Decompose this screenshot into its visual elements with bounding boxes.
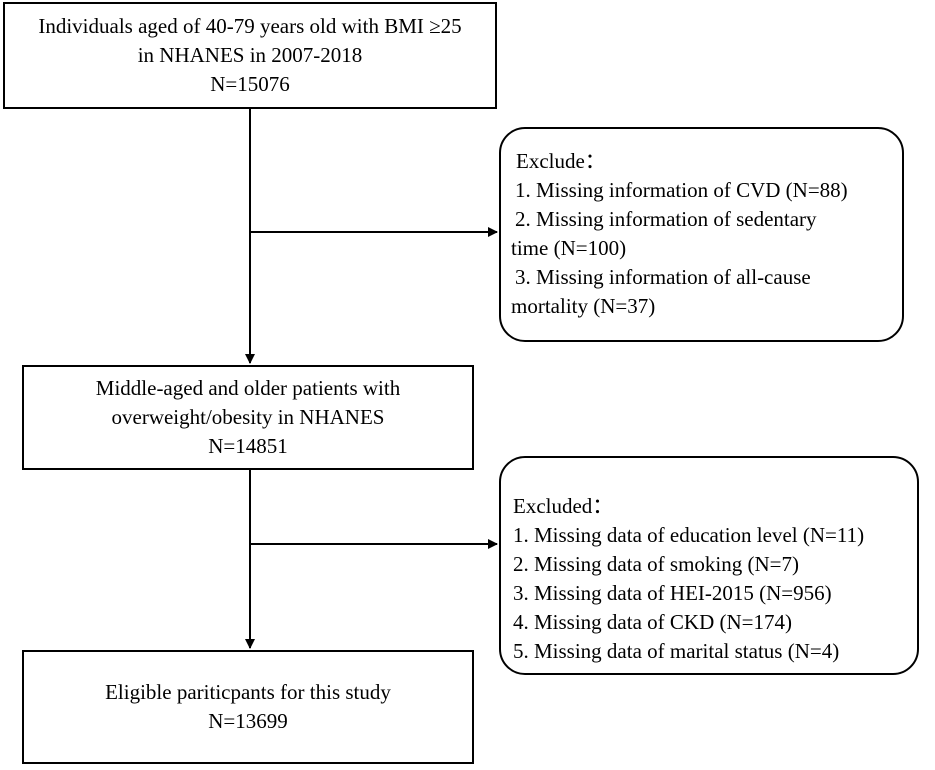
final-line-1: Eligible pariticpants for this study [105, 680, 391, 704]
exclusion-2-heading: Excluded： [513, 494, 614, 518]
middle-count: N=14851 [208, 434, 288, 458]
middle-line-1: Middle-aged and older patients with [95, 376, 401, 400]
exclusion-1-item-1: 1. Missing information of CVD (N=88) [515, 178, 848, 202]
final-count: N=13699 [208, 709, 288, 733]
start-population-box: Individuals aged of 40-79 years old with… [3, 2, 497, 109]
exclusion-2-item-4: 4. Missing data of CKD (N=174) [513, 610, 792, 634]
exclusion-2-item-1: 1. Missing data of education level (N=11… [513, 523, 865, 547]
exclusion-1-item-2-cont: time (N=100) [511, 236, 627, 260]
middle-population-box: Middle-aged and older patients with over… [22, 365, 474, 470]
exclusion-box-1: Exclude： 1. Missing information of CVD (… [499, 127, 904, 342]
exclusion-2-item-2: 2. Missing data of smoking (N=7) [513, 552, 799, 576]
exclusion-1-item-3-cont: mortality (N=37) [511, 294, 656, 318]
exclusion-2-item-3: 3. Missing data of HEI-2015 (N=956) [513, 581, 832, 605]
start-count: N=15076 [210, 72, 290, 96]
exclusion-1-heading: Exclude： [516, 149, 606, 173]
start-line-1: Individuals aged of 40-79 years old with… [38, 14, 462, 38]
exclusion-2-item-5: 5. Missing data of marital status (N=4) [513, 639, 840, 663]
middle-line-2: overweight/obesity in NHANES [111, 405, 385, 429]
start-line-2: in NHANES in 2007-2018 [137, 43, 363, 67]
exclusion-1-item-3: 3. Missing information of all-cause [515, 265, 811, 289]
final-population-box: Eligible pariticpants for this study N=1… [22, 650, 474, 764]
exclusion-1-item-2: 2. Missing information of sedentary [515, 207, 817, 231]
exclusion-box-2: Excluded： 1. Missing data of education l… [499, 456, 919, 675]
